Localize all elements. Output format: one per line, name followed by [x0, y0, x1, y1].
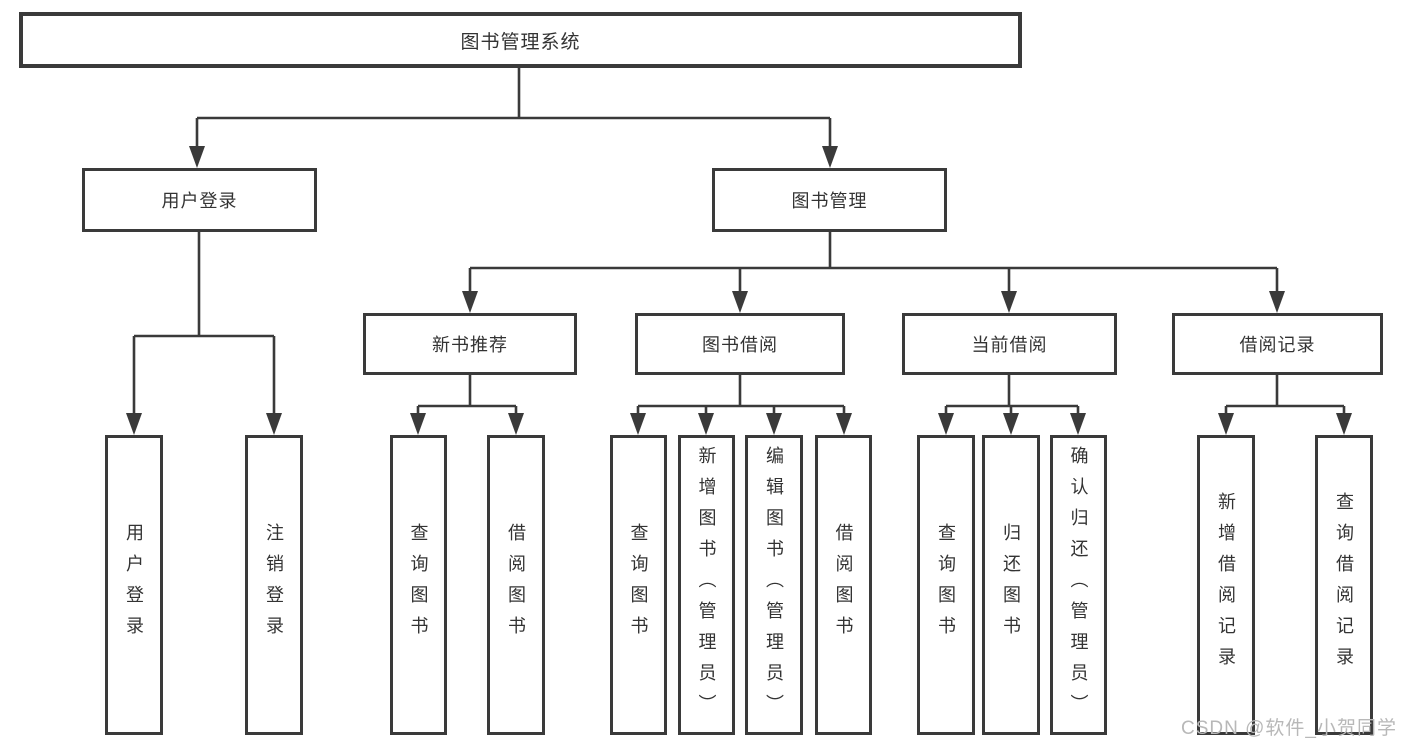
leaf-query-books-1: 查询图书	[390, 435, 447, 735]
node-label: 借阅图书	[506, 523, 526, 647]
node-label: 图书管理系统	[460, 31, 581, 53]
node-user-login: 用户登录	[82, 168, 317, 232]
node-book-borrow: 图书借阅	[635, 313, 845, 375]
node-label: 借阅记录	[1239, 335, 1316, 355]
node-label: 新增图书（管理员）	[696, 445, 717, 725]
leaf-borrow-books-1: 借阅图书	[487, 435, 545, 735]
leaf-add-books-admin: 新增图书（管理员）	[678, 435, 735, 735]
node-label: 用户登录	[124, 523, 144, 647]
node-label: 借阅图书	[833, 523, 854, 647]
leaf-logout: 注销登录	[245, 435, 303, 735]
node-label: 查询借阅记录	[1334, 492, 1354, 678]
node-label: 图书借阅	[702, 335, 778, 355]
leaf-borrow-books-2: 借阅图书	[815, 435, 872, 735]
node-label: 查询图书	[628, 523, 649, 647]
node-label: 图书管理	[791, 191, 868, 211]
leaf-return-books: 归还图书	[982, 435, 1040, 735]
node-label: 新书推荐	[432, 335, 508, 355]
node-label: 用户登录	[161, 191, 238, 211]
leaf-query-books-3: 查询图书	[917, 435, 975, 735]
node-label: 新增借阅记录	[1216, 492, 1236, 678]
node-library-system: 图书管理系统	[19, 12, 1022, 68]
node-label: 当前借阅	[971, 335, 1048, 355]
node-label: 查询图书	[936, 523, 956, 647]
leaf-confirm-return-admin: 确认归还（管理员）	[1050, 435, 1107, 735]
leaf-user-login: 用户登录	[105, 435, 163, 735]
node-book-management: 图书管理	[712, 168, 947, 232]
leaf-query-borrow-record: 查询借阅记录	[1315, 435, 1373, 735]
node-label: 注销登录	[264, 523, 284, 647]
node-label: 编辑图书（管理员）	[764, 445, 784, 725]
node-current-borrow: 当前借阅	[902, 313, 1117, 375]
node-label: 归还图书	[1001, 523, 1021, 647]
leaf-query-books-2: 查询图书	[610, 435, 667, 735]
node-borrow-records: 借阅记录	[1172, 313, 1383, 375]
leaf-add-borrow-record: 新增借阅记录	[1197, 435, 1255, 735]
csdn-watermark: CSDN @软件_小贺同学	[1181, 718, 1397, 739]
node-label: 确认归还（管理员）	[1068, 445, 1089, 725]
node-label: 查询图书	[408, 523, 429, 647]
node-new-book-recommend: 新书推荐	[363, 313, 577, 375]
leaf-edit-books-admin: 编辑图书（管理员）	[745, 435, 803, 735]
